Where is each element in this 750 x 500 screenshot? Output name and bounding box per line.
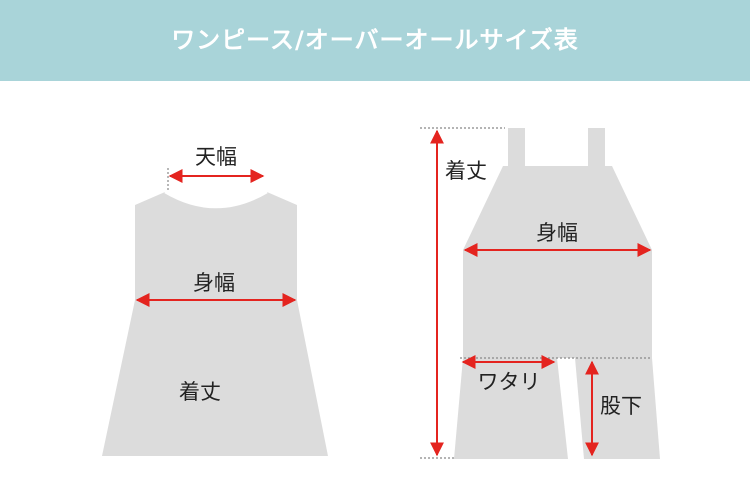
header-banner <box>0 0 750 81</box>
overall-crotch-label: ワタリ <box>478 370 541 394</box>
strap-right <box>588 128 605 166</box>
dress-shoulder-label: 天幅 <box>195 145 237 169</box>
overall-diagram: 着丈 身幅 ワタリ 股下 <box>420 127 660 459</box>
page-title: ワンピース/オーバーオールサイズ表 <box>171 26 579 54</box>
strap-left <box>508 128 525 166</box>
overall-left-leg <box>454 358 568 459</box>
overall-length-label: 着丈 <box>445 159 487 183</box>
overall-inseam-label: 股下 <box>600 394 642 418</box>
overall-chest-label: 身幅 <box>536 221 578 245</box>
dress-chest-label: 身幅 <box>193 271 235 295</box>
dress-body <box>102 192 328 456</box>
dress-neckline <box>164 190 268 209</box>
dress-diagram: 天幅 身幅 着丈 <box>102 145 328 456</box>
overall-bib <box>463 166 652 358</box>
dress-length-label: 着丈 <box>179 380 221 404</box>
